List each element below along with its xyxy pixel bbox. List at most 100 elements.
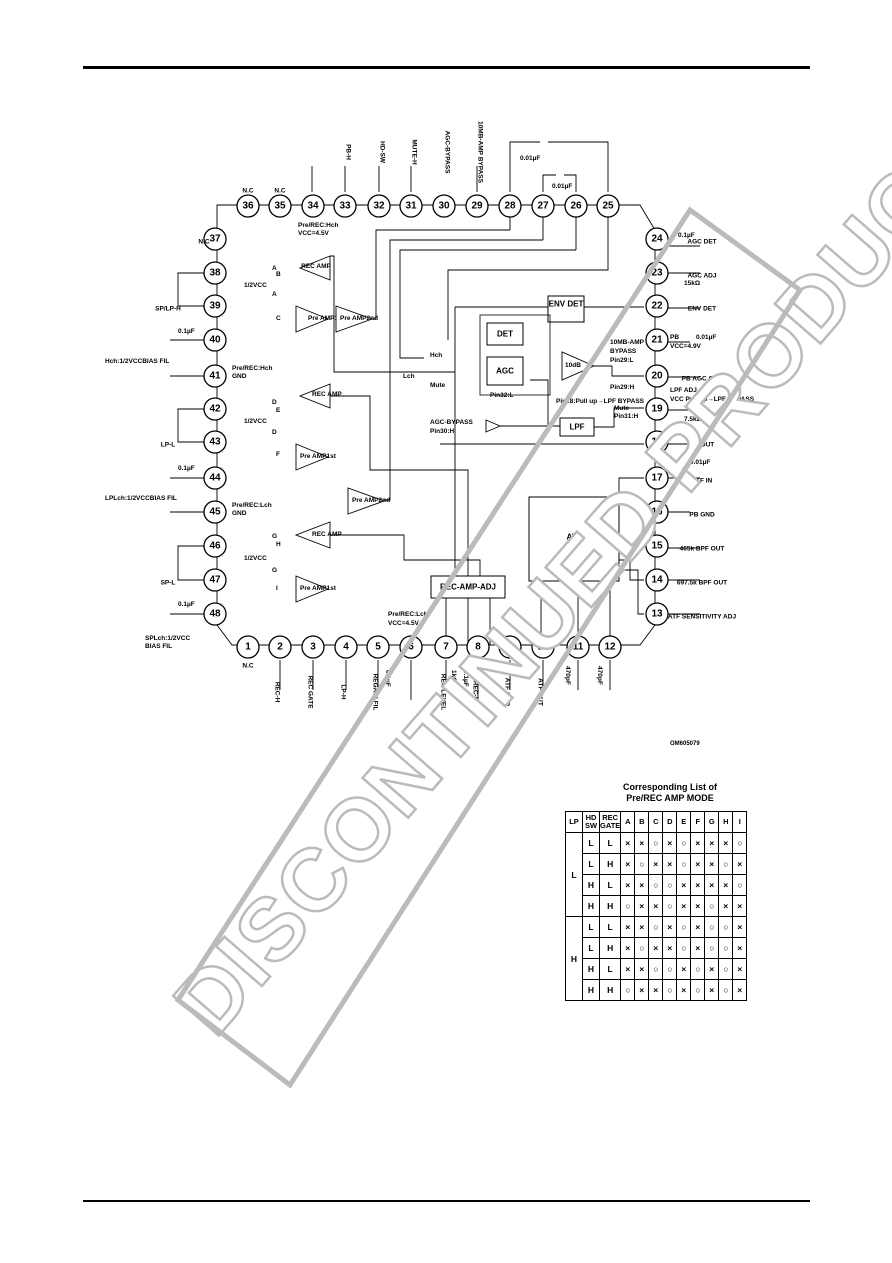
mode-cell: ○ [732, 832, 748, 854]
switch-d-label: D [272, 399, 277, 406]
svg-text:REC AMP: REC AMP [312, 391, 342, 398]
pin-number: 6 [408, 642, 414, 653]
mode-cell: ○ [648, 916, 664, 938]
header-a: A [620, 811, 636, 833]
header-hd-sw: HD SW [582, 811, 600, 833]
mode-cell: ○ [662, 979, 678, 1001]
cap-44-label: 0.1µF [178, 465, 195, 472]
res-7-label: 1kΩ [450, 670, 457, 682]
pin-21: 21 [645, 328, 669, 352]
pin-number: 45 [209, 507, 221, 518]
lp-cell: L [565, 832, 583, 917]
half-vcc-sp-label: 1/2VCC [244, 555, 267, 562]
mode-cell: × [718, 895, 734, 917]
mode-cell: ○ [704, 895, 720, 917]
pin-label: REC-H [274, 682, 281, 703]
mode-cell: ○ [662, 874, 678, 896]
gnd-45-label: GND [232, 510, 247, 517]
mode-cell: ○ [676, 937, 692, 959]
pin-number: 33 [339, 201, 351, 212]
mute-pin31-label: Mute [614, 405, 630, 412]
mode-cell: × [704, 853, 720, 875]
pre-rec-gnd-h-label: Pre/REC:Hch [232, 365, 272, 372]
mode-cell: × [704, 874, 720, 896]
pin-label: REC LEVEL [440, 674, 447, 711]
mode-table-caption: Corresponding List of Pre/REC AMP MODE [570, 782, 770, 804]
mode-cell: × [676, 979, 692, 1001]
mode-cell: ○ [620, 979, 636, 1001]
switch-d2-label: D [272, 429, 277, 436]
svg-text:Pre AMP1st: Pre AMP1st [300, 585, 337, 592]
mode-cell: ○ [634, 937, 650, 959]
pin-label: MUTE-H [411, 139, 418, 165]
lpf-block: LPF [559, 417, 595, 437]
env-det-block: ENV DET [547, 295, 585, 323]
pin-12: 12 [598, 635, 622, 659]
pin-number: 11 [573, 642, 584, 653]
pin-number: 9 [507, 642, 513, 653]
mode-cell: × [676, 895, 692, 917]
svg-text:10dB: 10dB [565, 362, 581, 369]
pin-number: 17 [651, 473, 663, 484]
caption-line-2: Pre/REC AMP MODE [626, 793, 714, 803]
mode-cell: × [662, 832, 678, 854]
pin-36: 36N.C [236, 188, 260, 218]
mode-cell: × [648, 937, 664, 959]
pin-number: 18 [651, 437, 663, 448]
svg-text:DET: DET [497, 330, 513, 339]
res-23-label: 15kΩ [684, 280, 700, 287]
mode-cell: × [620, 958, 636, 980]
mode-cell: × [732, 979, 748, 1001]
pin-number: 28 [504, 201, 516, 212]
mode-cell: × [634, 832, 650, 854]
agc-bypass-buffer [485, 419, 502, 433]
pin-number: 27 [537, 201, 549, 212]
hd-cell: L [582, 916, 600, 938]
pin-label: ATF IN [692, 478, 713, 485]
pin-41: 41 [203, 364, 227, 388]
pin-number: 38 [209, 268, 221, 279]
pin-label: ATF OUT [537, 678, 544, 706]
lpf-adj-label: LPF ADJ [670, 387, 697, 394]
pin-number: 1 [245, 642, 251, 653]
header-d: D [662, 811, 678, 833]
pin18-label: Pin18:Pull up→LPF BYPASS [556, 398, 645, 405]
gnd-41-label: GND [232, 373, 247, 380]
lp-bias-label: LPLch:1/2VCCBIAS FIL [105, 495, 177, 502]
gate-cell: L [598, 832, 622, 854]
pin-44: 44 [203, 466, 227, 490]
pre-amp2-l-triangle: Pre AMP2nd [347, 487, 390, 515]
pin-number: 3 [310, 642, 316, 653]
pb-vcc-2-label: VCC=4.9V [670, 343, 702, 350]
svg-text:LPF: LPF [569, 423, 584, 432]
pin-42: 42 [203, 397, 227, 421]
pin-label: N.C [274, 188, 286, 195]
mode-cell: ○ [662, 895, 678, 917]
mode-cell: ○ [648, 874, 664, 896]
pin29h-label: Pin29:H [610, 384, 635, 391]
pin-number: 4 [343, 642, 349, 653]
pin-number: 12 [604, 642, 616, 653]
switch-h-label: H [276, 541, 281, 548]
pin-number: 31 [405, 201, 417, 212]
gate-cell: H [598, 937, 622, 959]
pre-amp1-sp-triangle: Pre AMP1st [295, 575, 337, 603]
half-vcc-h-label: 1/2VCC [244, 282, 267, 289]
hd-cell: H [582, 979, 600, 1001]
header-h: H [718, 811, 734, 833]
pin-25: 25 [596, 194, 620, 218]
svg-text:Pre AMP2nd: Pre AMP2nd [340, 315, 378, 322]
gate-cell: H [598, 895, 622, 917]
pin-35: 35N.C [268, 188, 292, 218]
pin-label: ATF SENSITIVITY ADJ [668, 614, 737, 621]
vcc-bot-label: VCC=4.5V [388, 620, 420, 627]
mode-cell: × [634, 874, 650, 896]
header-c: C [648, 811, 664, 833]
pin-number: 29 [471, 201, 483, 212]
svg-text:REC-AMP-ADJ: REC-AMP-ADJ [440, 583, 496, 592]
pin29l-label: Pin29:L [610, 357, 634, 364]
